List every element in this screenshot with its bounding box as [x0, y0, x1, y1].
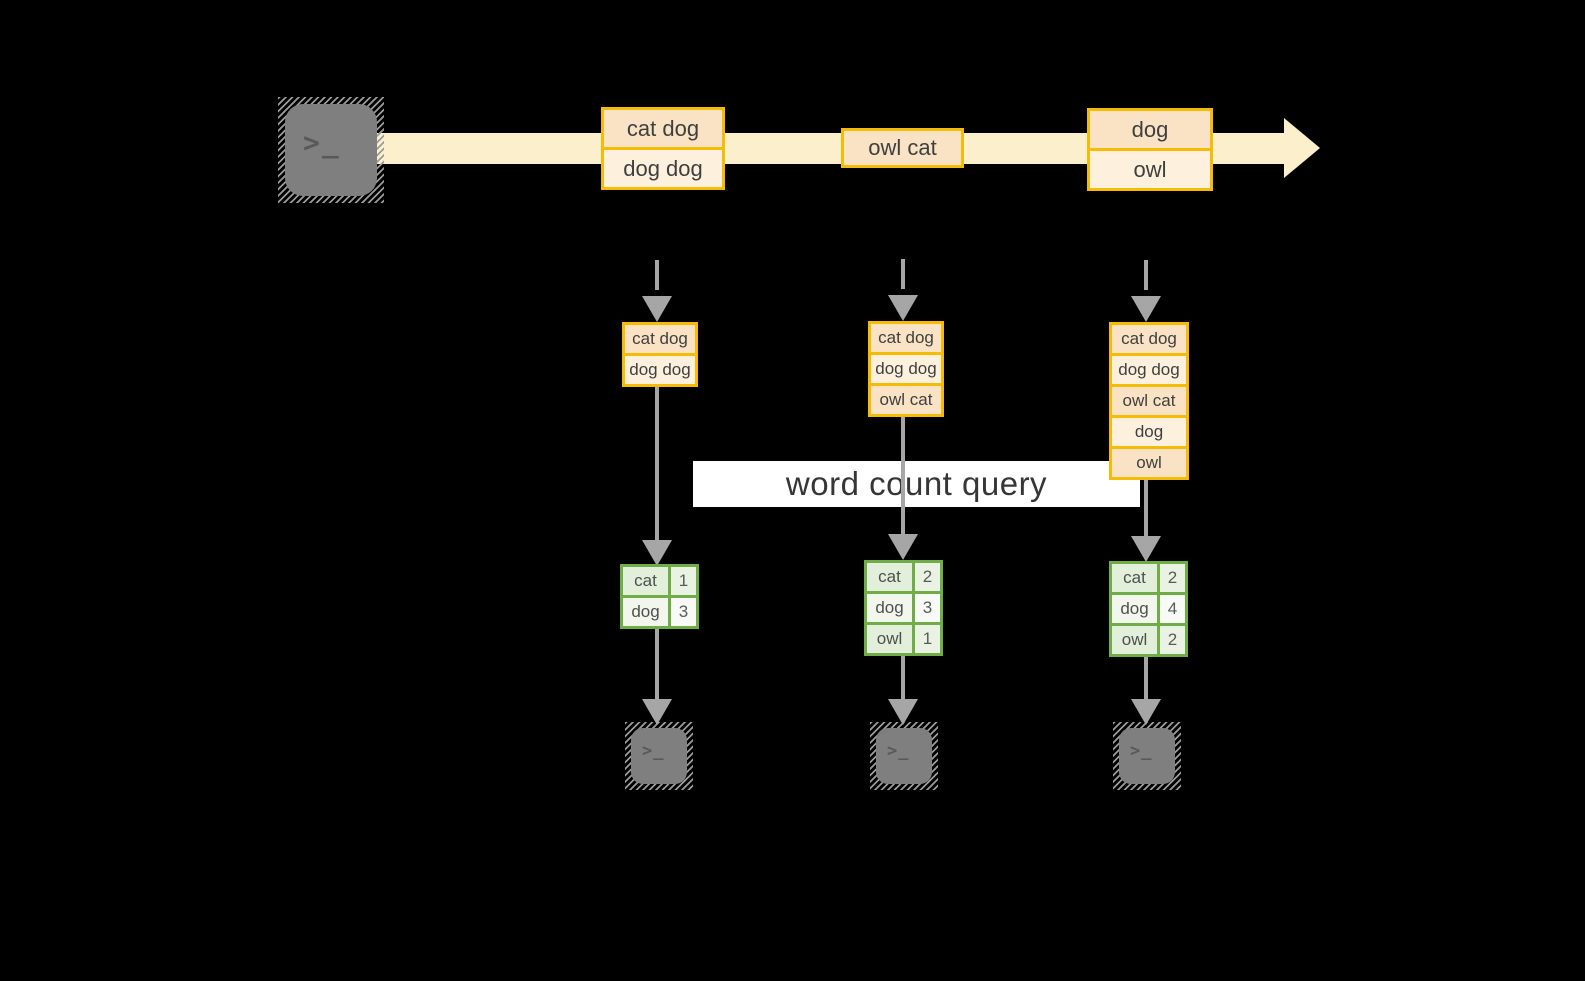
count-row: dog 4 [1112, 595, 1185, 623]
buffer-record: dog dog [871, 355, 941, 383]
terminal-prompt-icon: >_ [642, 741, 665, 761]
record-buffer-1: cat dog dog dog [622, 322, 698, 387]
count-cell: 2 [1160, 564, 1185, 592]
arrow-line [1144, 480, 1148, 539]
count-row: cat 1 [623, 567, 696, 595]
arrow-line [1144, 657, 1148, 701]
terminal-screen: >_ [285, 104, 377, 196]
arrowhead-icon [888, 534, 918, 560]
dashed-arrow-line [901, 259, 905, 291]
count-row: cat 2 [867, 563, 940, 591]
word-cell: cat [867, 563, 912, 591]
buffer-record: owl [1112, 449, 1186, 477]
count-row: owl 1 [867, 625, 940, 653]
output-terminal-icon-1: >_ [625, 722, 693, 790]
buffer-record: dog dog [1112, 356, 1186, 384]
arrowhead-icon [642, 540, 672, 566]
arrowhead-icon [1131, 536, 1161, 562]
buffer-record: owl cat [1112, 387, 1186, 415]
dashed-arrowhead-icon [888, 295, 918, 321]
word-cell: dog [623, 598, 668, 626]
word-cell: dog [1112, 595, 1157, 623]
output-terminal-icon-2: >_ [870, 722, 938, 790]
word-cell: cat [623, 567, 668, 595]
terminal-prompt-icon: >_ [1130, 741, 1153, 761]
query-banner-label: word count query [785, 465, 1048, 502]
count-cell: 2 [915, 563, 940, 591]
stream-batch-3: dog owl [1087, 108, 1213, 191]
buffer-record: cat dog [1112, 325, 1186, 353]
stream-batch-2: owl cat [841, 128, 964, 168]
word-count-table-1: cat 1 dog 3 [620, 564, 699, 629]
word-count-table-2: cat 2 dog 3 owl 1 [864, 560, 943, 656]
count-cell: 1 [915, 625, 940, 653]
dashed-arrow-line [655, 260, 659, 292]
count-cell: 3 [915, 594, 940, 622]
count-cell: 1 [671, 567, 696, 595]
count-row: cat 2 [1112, 564, 1185, 592]
count-cell: 4 [1160, 595, 1185, 623]
terminal-screen: >_ [1119, 728, 1175, 784]
buffer-record: dog [1112, 418, 1186, 446]
stream-record: dog [1090, 111, 1210, 148]
arrow-line [655, 629, 659, 701]
stream-arrowhead-icon [1284, 118, 1320, 178]
dashed-arrowhead-icon [642, 296, 672, 322]
source-terminal-icon: >_ [278, 97, 384, 203]
stream-record: owl [1090, 151, 1210, 188]
dashed-arrow-line [1144, 260, 1148, 292]
arrow-line [901, 656, 905, 701]
terminal-prompt-icon: >_ [887, 741, 910, 761]
terminal-screen: >_ [631, 728, 687, 784]
buffer-record: cat dog [871, 324, 941, 352]
count-cell: 2 [1160, 626, 1185, 654]
word-cell: owl [1112, 626, 1157, 654]
buffer-record: dog dog [625, 356, 695, 384]
terminal-prompt-icon: >_ [303, 126, 341, 159]
stream-record: cat dog [604, 110, 722, 147]
buffer-record: cat dog [625, 325, 695, 353]
arrowhead-icon [888, 699, 918, 725]
terminal-screen: >_ [876, 728, 932, 784]
dashed-arrowhead-icon [1131, 296, 1161, 322]
arrow-line [901, 417, 905, 537]
word-cell: cat [1112, 564, 1157, 592]
word-cell: dog [867, 594, 912, 622]
word-count-table-3: cat 2 dog 4 owl 2 [1109, 561, 1188, 657]
count-row: owl 2 [1112, 626, 1185, 654]
word-cell: owl [867, 625, 912, 653]
arrow-line [655, 387, 659, 544]
stream-record: dog dog [604, 150, 722, 187]
record-buffer-2: cat dog dog dog owl cat [868, 321, 944, 417]
stream-batch-1: cat dog dog dog [601, 107, 725, 190]
stream-record: owl cat [844, 131, 961, 165]
count-row: dog 3 [623, 598, 696, 626]
count-row: dog 3 [867, 594, 940, 622]
arrowhead-icon [1131, 699, 1161, 725]
count-cell: 3 [671, 598, 696, 626]
buffer-record: owl cat [871, 386, 941, 414]
output-terminal-icon-3: >_ [1113, 722, 1181, 790]
arrowhead-icon [642, 699, 672, 725]
record-buffer-3: cat dog dog dog owl cat dog owl [1109, 322, 1189, 480]
query-banner: word count query [693, 461, 1140, 507]
